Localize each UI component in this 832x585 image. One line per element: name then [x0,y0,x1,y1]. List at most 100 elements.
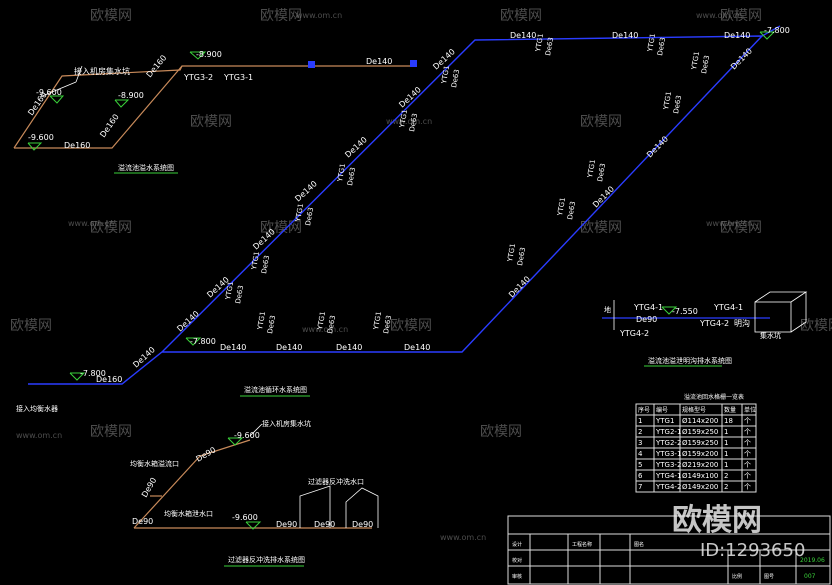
table-cell: YTG2-1 [655,428,681,436]
watermark-url: www.om.cn [68,219,114,228]
watermark-brand: 欧模网 [800,318,832,334]
fitting-label: YTG1 [372,311,383,332]
watermark-url: www.om.cn [386,117,432,126]
fitting-label: YTG1 [336,163,347,184]
table-cell: 1 [724,450,728,458]
note-text: 接入均衡水器 [16,404,58,413]
table-cell: YTG3-2 [655,461,681,469]
pipe-label: De140 [510,31,536,40]
watermark-brand: 欧模网 [190,114,232,130]
level-label: -9.600 [232,513,258,522]
watermark-brand: 欧模网 [720,8,762,24]
watermark-brand: 欧模网 [10,318,52,334]
diagram-title: 溢流池溢泄明沟排水系统图 [648,356,732,365]
note-text: 均衡水箱泄水口 [164,509,213,518]
table-cell: 1 [724,439,728,447]
watermark-brand: 欧模网 [580,220,622,236]
fitting-label: YTG4-2 [619,329,649,338]
fitting-label: YTG1 [256,311,267,332]
diagram-title: 溢流池循环水系统图 [244,385,307,394]
valve-icon [410,60,417,67]
fitting-label: YTG1 [506,243,517,264]
watermark-url: www.om.cn [696,11,742,20]
table-header: 数量 [724,406,736,414]
fitting-label: De63 [304,207,315,227]
table-cell: 1 [724,461,728,469]
watermark-brand: 欧模网 [480,424,522,440]
table-cell: 2 [724,472,728,480]
note-text: 接入机房集水坑 [74,66,130,76]
table-cell: YTG4-2 [655,483,681,491]
table-cell: Ø159x250 [682,428,718,436]
fitting-label: YTG1 [250,251,261,272]
table-cell: Ø159x200 [682,450,718,458]
pipe-label: De140 [366,57,392,66]
pipe-label: De160 [64,141,90,150]
valve-icon [308,61,315,68]
fitting-label: YTG1 [398,109,409,130]
sump-box [754,301,792,333]
level-label: -8.900 [118,91,144,100]
watermark-brand: 欧模网 [500,8,542,24]
brand-watermark: 欧模网 [672,503,762,538]
pipe-label: De90 [195,445,218,463]
table-cell: 7 [638,483,642,491]
fitting-label: YTG4-1 [713,303,743,312]
pipe-label: De140 [336,343,362,352]
backwash-system: 接入机房集水坑 均衡水箱溢流口 均衡水箱泄水口 过滤器反冲洗水口 -9.600 … [130,419,379,567]
table-header: 单位 [744,406,756,414]
watermark-brand: 欧模网 [260,220,302,236]
top-left-system: 接入机房集水坑 -8.900 -9.600 -8.900 -9.600 De16… [13,50,417,174]
table-header: 序号 [638,406,650,414]
title-block: 设计 校对 审核 工程名称 图名 比例 图号 2019.06 007 [507,515,831,585]
level-marker-icon [49,95,65,104]
level-label: -9.600 [234,431,260,440]
table-cell: 18 [724,417,733,425]
fitting-label: De63 [408,113,419,133]
note-text: 地 [604,305,611,314]
table-header: 编号 [656,406,668,414]
level-label: -7.800 [80,369,106,378]
fitting-label: De63 [656,37,667,57]
diagram-title: 溢流池溢水系统图 [118,163,174,172]
watermark-brand: 欧模网 [260,8,302,24]
watermark-brand: 欧模网 [90,220,132,236]
pipe-label: De160 [96,375,122,384]
level-label: -9.600 [36,88,62,97]
table-header: 规格型号 [682,406,706,414]
watermark-brand: 欧模网 [90,8,132,24]
pipe-label: De90 [276,520,297,529]
level-label: -9.600 [28,133,54,142]
watermark-url: www.om.cn [440,533,486,542]
table-cell: 1 [638,417,642,425]
tb-sheet: 007 [804,573,816,580]
watermark-brand: 欧模网 [720,220,762,236]
fitting-label: YTG1 [294,203,305,224]
table-cell: 2 [638,428,642,436]
table-cell: Ø159x250 [682,439,718,447]
note-text: 接入机房集水坑 [262,419,311,428]
fitting-label: De63 [346,167,357,187]
pipe-label: De90 [132,517,153,526]
fitting-label: De63 [260,255,271,275]
fitting-label: De63 [450,69,461,89]
tb-date: 2019.06 [800,557,825,564]
level-label: -7.800 [190,337,216,346]
fitting-label: De63 [672,95,683,115]
pipe-label: De90 [636,315,657,324]
note-text: 均衡水箱溢流口 [130,459,179,468]
pipe-label: De140 [645,134,670,159]
fitting-label: De63 [596,163,607,183]
watermark-brand: 欧模网 [390,318,432,334]
level-marker-icon [661,306,678,315]
note-text: 集水坑 [760,331,781,340]
fitting-label: De63 [382,315,393,335]
pipe-label: De140 [175,309,201,333]
table-cell: Ø149x100 [682,472,718,480]
level-marker-icon [185,337,202,346]
table-cell: 个 [744,472,751,480]
level-marker-icon [227,437,244,446]
pipe-label: De140 [404,343,430,352]
